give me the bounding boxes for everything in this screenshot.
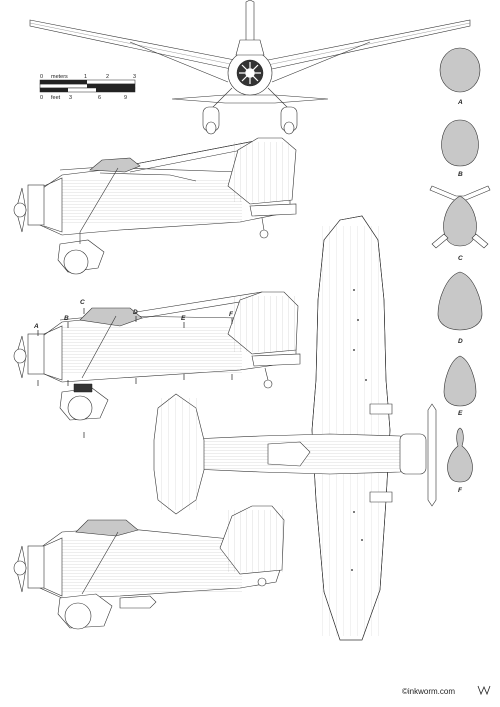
scale-meters-tick-0: 0 — [40, 74, 43, 80]
marker-a: A — [33, 323, 39, 330]
scale-feet-label: feet — [51, 95, 61, 101]
scale-feet-tick-3: 3 — [69, 95, 72, 101]
cross-sections: A B C D E F — [429, 47, 491, 494]
section-f: F — [447, 427, 473, 494]
scale-meters-tick-2: 2 — [106, 74, 109, 80]
marker-c: C — [80, 299, 85, 306]
scale-meters-tick-1: 1 — [84, 74, 87, 80]
section-c: C — [429, 185, 491, 262]
section-e-label: E — [458, 410, 463, 417]
marker-e: E — [181, 315, 186, 322]
credit-text: ©inkworm.com — [402, 687, 455, 696]
side-view-2: A B C D E F — [13, 291, 301, 438]
side-view-1 — [13, 137, 297, 275]
scale-feet-tick-6: 6 — [98, 95, 101, 101]
marker-d: D — [133, 309, 138, 316]
scale-bar: 0 meters 1 2 3 0 feet 3 6 9 — [39, 74, 136, 101]
section-d-label: D — [458, 338, 463, 345]
section-c-label: C — [458, 255, 463, 262]
scale-meters-label: meters — [51, 74, 68, 80]
scale-feet-tick-9: 9 — [124, 95, 127, 101]
front-view — [29, 0, 471, 135]
marker-f: F — [229, 311, 234, 318]
side-view-3 — [13, 505, 285, 630]
section-b-label: B — [458, 171, 463, 178]
top-view — [153, 215, 437, 641]
section-a: A — [439, 47, 481, 106]
scale-feet-tick-0: 0 — [40, 95, 43, 101]
section-d: D — [437, 271, 483, 345]
scale-meters-tick-3: 3 — [133, 74, 136, 80]
marker-b: B — [64, 315, 69, 322]
section-f-label: F — [458, 487, 463, 494]
section-e: E — [443, 355, 477, 417]
section-b: B — [441, 119, 479, 178]
section-a-label: A — [457, 99, 463, 106]
signature-mark — [477, 685, 491, 696]
